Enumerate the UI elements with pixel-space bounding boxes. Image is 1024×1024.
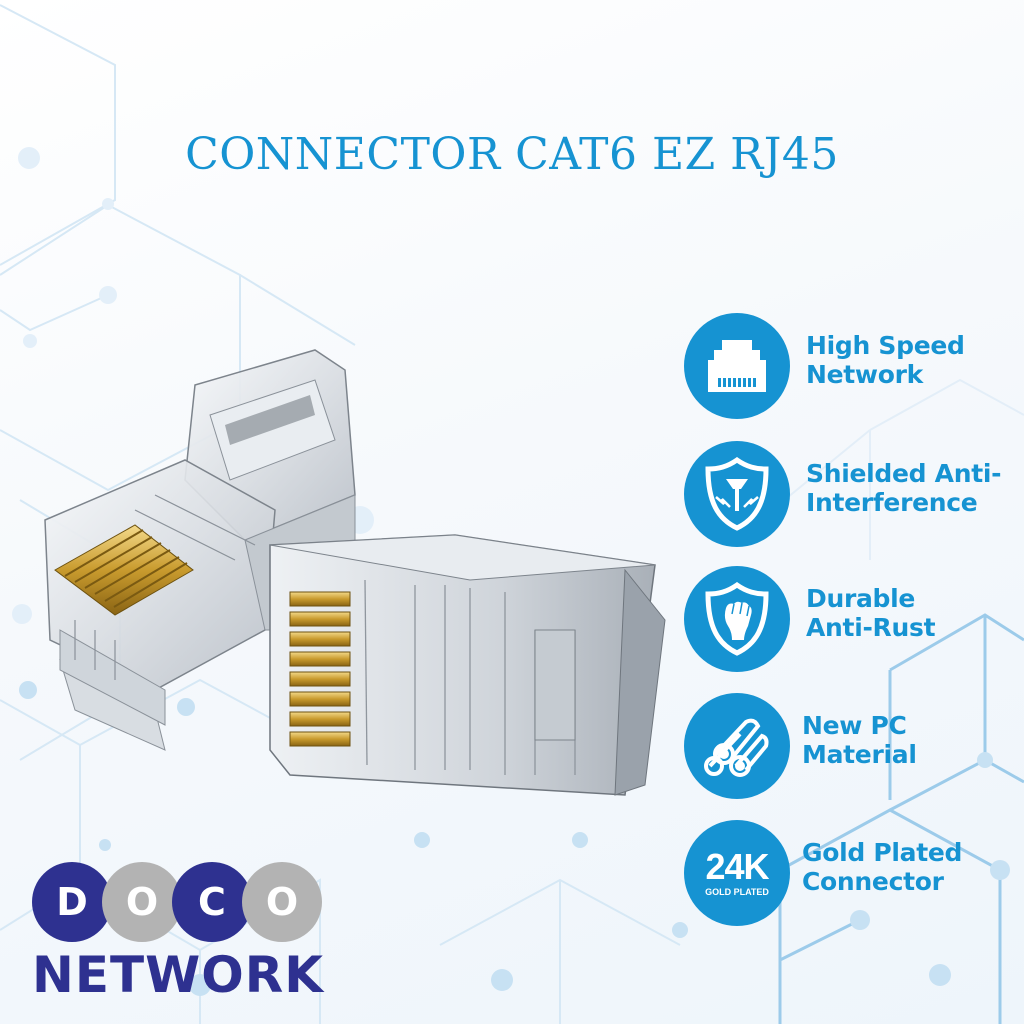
feature-label-line1: Gold Plated [802, 838, 963, 867]
logo-letter-c: C [172, 862, 252, 942]
feature-label-line2: Material [802, 740, 917, 769]
connector-front [269, 534, 666, 796]
feature-durable-anti-rust: Durable Anti-Rust [684, 566, 1024, 676]
logo-letter-d: D [32, 862, 112, 942]
logo-letter-o2: O [242, 862, 322, 942]
rj45-port-icon [684, 313, 790, 419]
logo-letter-o: O [102, 862, 182, 942]
feature-label-line1: Shielded Anti- [806, 459, 1002, 488]
shield-fist-icon [684, 566, 790, 672]
feature-label-line2: Network [806, 360, 923, 389]
feature-label-line1: New PC [802, 711, 907, 740]
feature-label-line1: Durable [806, 584, 916, 613]
feature-gold-plated-connector: 24K GOLD PLATED Gold Plated Connector [684, 820, 1024, 930]
doco-network-logo: D O C O NETWORK [32, 862, 332, 1004]
feature-shielded-anti-interference: Shielded Anti- Interference [684, 441, 1024, 551]
feature-label-line2: Interference [806, 488, 978, 517]
rj45-connector-product-image [44, 349, 666, 796]
feature-label-line2: Connector [802, 867, 944, 896]
page-title: CONNECTOR CAT6 EZ RJ45 [185, 129, 839, 181]
badge-24k-text: 24K [705, 846, 769, 887]
gold-24k-icon: 24K GOLD PLATED [684, 820, 790, 926]
shield-antenna-icon [684, 441, 790, 547]
feature-high-speed-network: High Speed Network [684, 313, 1024, 423]
feature-label-line2: Anti-Rust [806, 613, 936, 642]
feature-label-line1: High Speed [806, 331, 965, 360]
feature-new-pc-material: New PC Material [684, 693, 1024, 803]
pc-material-rolls-icon [684, 693, 790, 799]
badge-gold-plated-text: GOLD PLATED [705, 887, 769, 897]
logo-network-text: NETWORK [32, 946, 325, 1004]
